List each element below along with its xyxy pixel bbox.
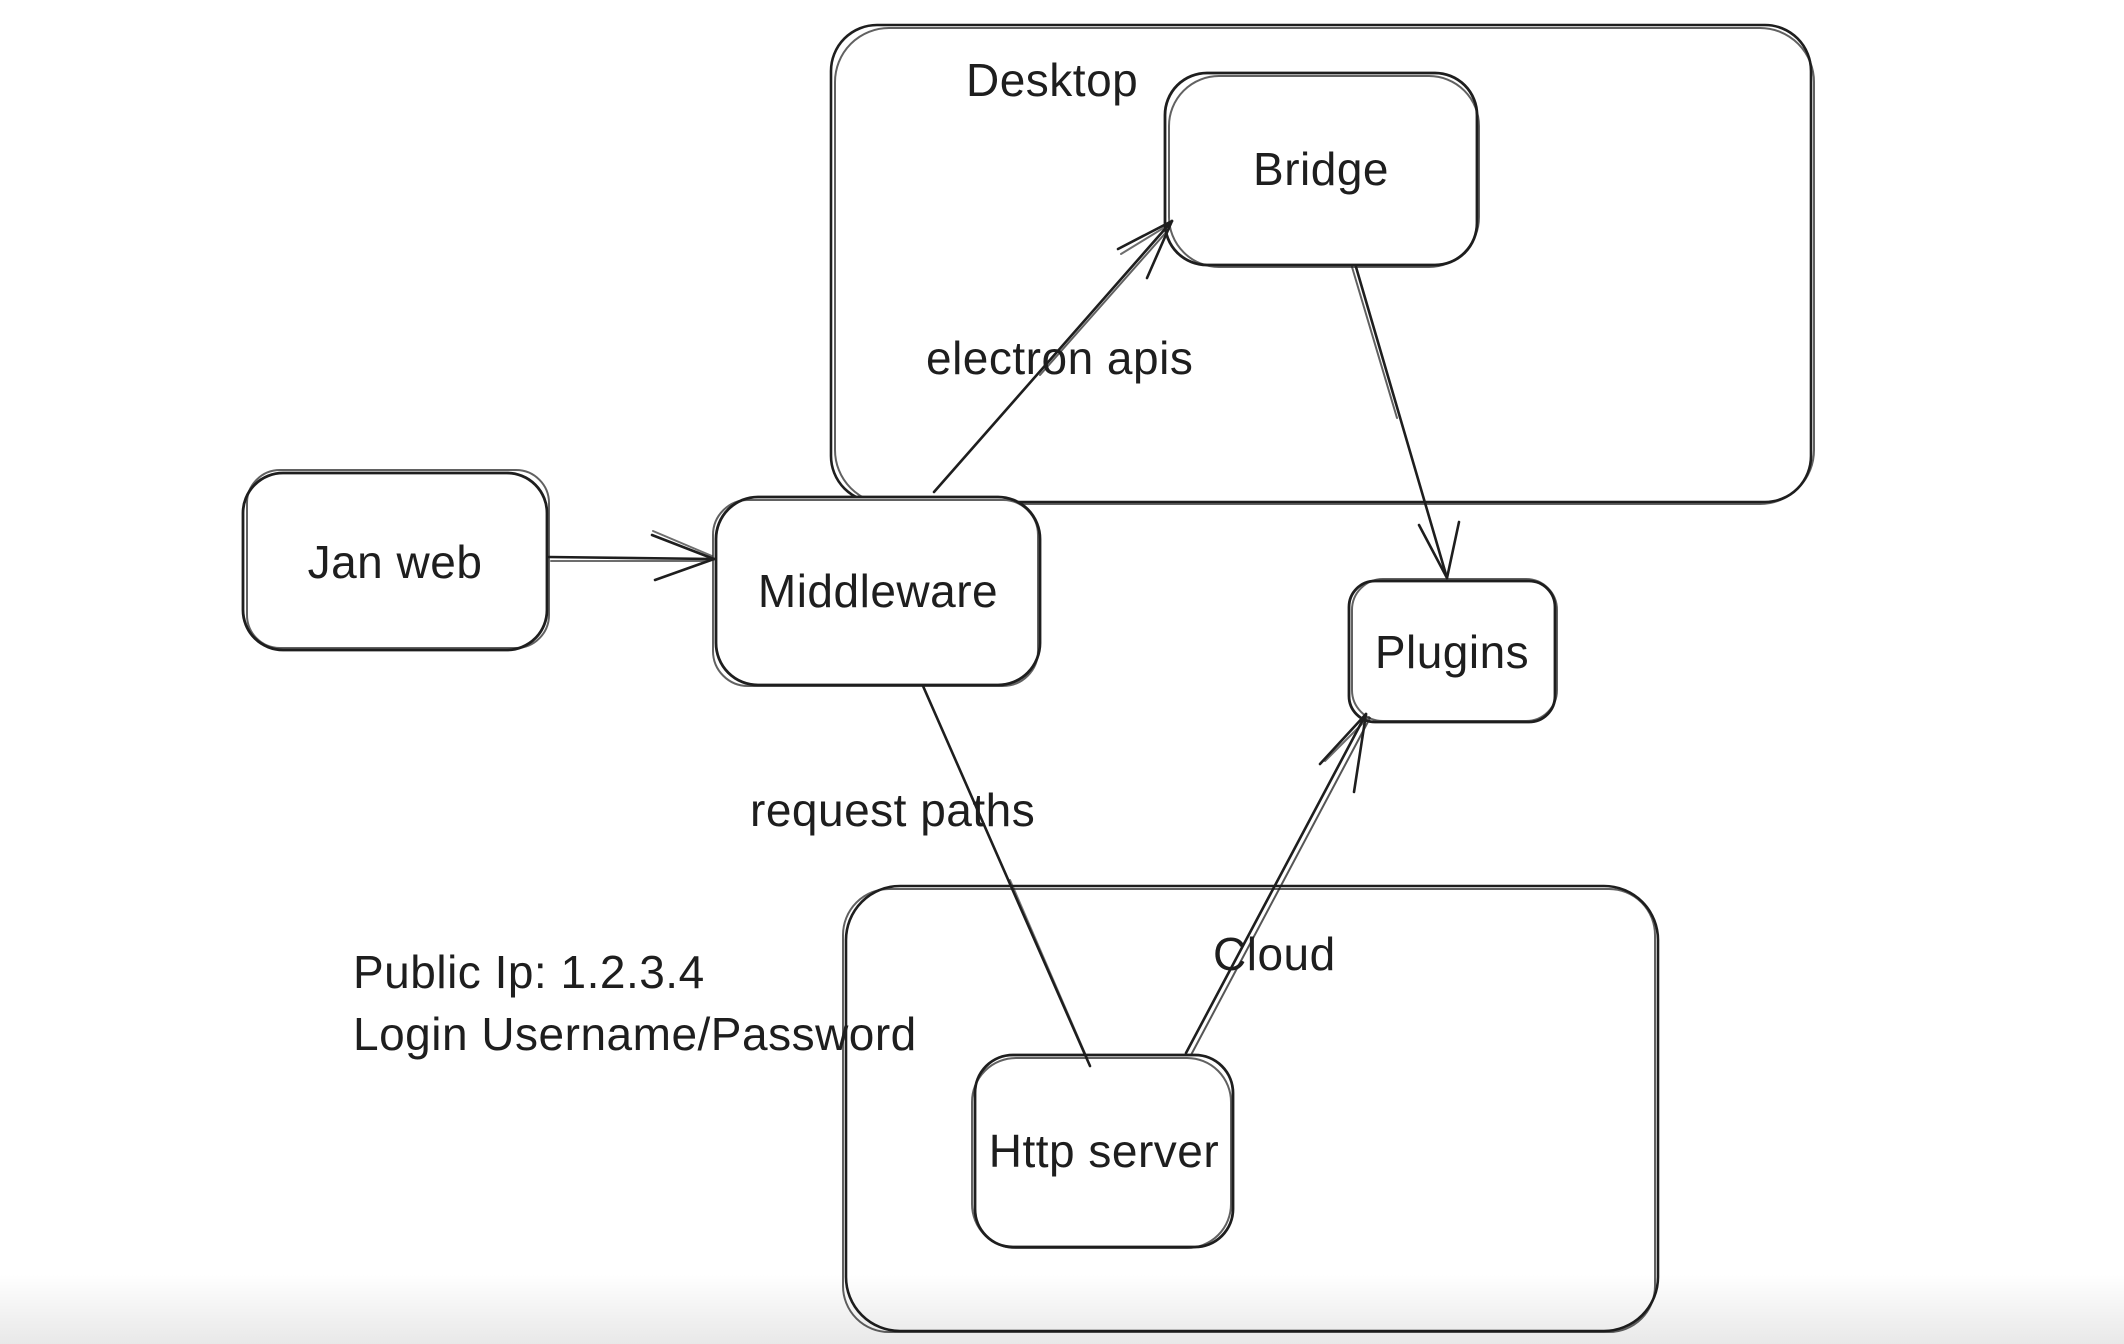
bridge-node[interactable]: Bridge: [1165, 73, 1477, 265]
public-ip-note[interactable]: Public Ip: 1.2.3.4 Login Username/Passwo…: [353, 944, 917, 1068]
http-server-node[interactable]: Http server: [975, 1055, 1233, 1247]
arrow-head: [1116, 219, 1174, 280]
arrow-head-ghost: [1324, 716, 1370, 762]
arrow-head: [1417, 520, 1461, 580]
arrow-line: [932, 219, 1174, 494]
arrow-bridge-to-plugins[interactable]: [1351, 265, 1461, 580]
arrow-middleware-to-bridge[interactable]: [932, 219, 1174, 494]
arrow-line-ghost: [1190, 717, 1371, 1056]
bridge-node-shape[interactable]: [1163, 71, 1480, 268]
bridge-rect-ghost: [1168, 75, 1480, 268]
arrow-line-ghost: [1009, 879, 1088, 1059]
cloud-container-rect-ghost: [842, 888, 1656, 1333]
arrow-head-ghost: [652, 530, 713, 557]
desktop-container-label[interactable]: Desktop: [966, 54, 1139, 106]
bridge-label: Bridge: [1253, 143, 1389, 195]
arrow-line-ghost: [1351, 266, 1398, 419]
http-server-label: Http server: [988, 1125, 1220, 1177]
http-server-node-shape[interactable]: [971, 1053, 1235, 1249]
http-server-rect-ghost: [971, 1057, 1232, 1249]
edge-label-request-paths[interactable]: request paths: [750, 784, 1036, 836]
arrow-middleware-to-httpserver[interactable]: [921, 684, 1092, 1068]
plugins-rect-ghost: [1351, 578, 1558, 722]
plugins-label: Plugins: [1374, 625, 1530, 678]
cloud-container-label[interactable]: Cloud: [1213, 928, 1336, 980]
jan-web-node[interactable]: Jan web: [243, 473, 547, 650]
plugins-node-shape[interactable]: [1347, 578, 1558, 724]
jan-web-node-shape[interactable]: [241, 469, 550, 652]
edge-label-electron-apis[interactable]: electron apis: [926, 332, 1194, 384]
middleware-node-shape[interactable]: [712, 495, 1042, 687]
middleware-node[interactable]: Middleware: [716, 497, 1040, 685]
arrow-head: [1318, 712, 1368, 794]
desktop-container-rect-ghost: [834, 27, 1815, 505]
bridge-rect: [1163, 71, 1479, 267]
plugins-node[interactable]: Plugins: [1349, 581, 1555, 722]
arrow-head-ghost: [1120, 223, 1171, 255]
arrow-line-ghost: [1039, 228, 1170, 376]
arrow-line: [547, 555, 716, 561]
arrow-head: [650, 533, 716, 582]
arrow-line: [1184, 712, 1368, 1055]
arrow-line: [1354, 265, 1449, 580]
arrow-janweb-to-middleware[interactable]: [547, 530, 716, 582]
jan-web-rect: [241, 471, 549, 652]
jan-web-label: Jan web: [307, 535, 483, 588]
middleware-rect-ghost: [712, 499, 1039, 687]
note-line-login: Login Username/Password: [353, 1008, 917, 1060]
middleware-label: Middleware: [757, 565, 999, 617]
jan-web-rect-ghost: [246, 469, 550, 649]
arrow-httpserver-to-plugins[interactable]: [1184, 712, 1371, 1056]
note-line-public-ip: Public Ip: 1.2.3.4: [353, 946, 705, 998]
